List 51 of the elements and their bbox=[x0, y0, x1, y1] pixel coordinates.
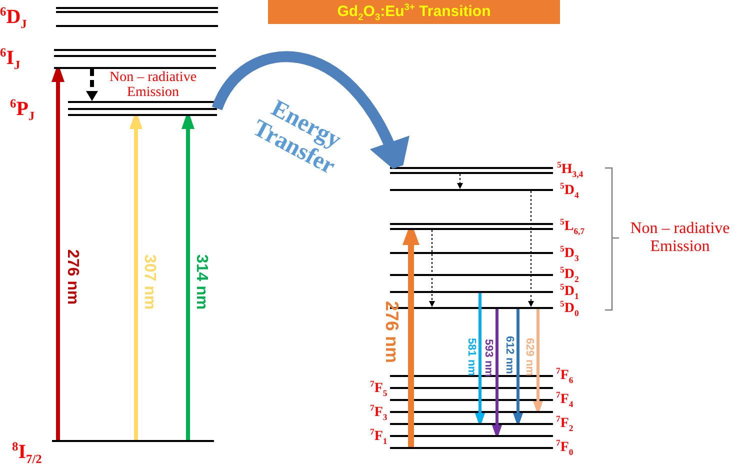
energy-level-line bbox=[390, 411, 553, 413]
dashed-arrow bbox=[86, 69, 98, 101]
edge-label: Non – radiative Emission bbox=[108, 70, 198, 100]
energy-level-line bbox=[390, 252, 553, 254]
term-symbol: $^{6}$P$_{J}$ bbox=[10, 99, 35, 119]
energy-level-line bbox=[390, 399, 553, 401]
term-symbol: $^{5}$D$_{4}$ bbox=[560, 184, 579, 198]
energy-level-lines bbox=[56, 7, 218, 27]
energy-level-line bbox=[390, 447, 553, 449]
wavelength-label: 276 nm bbox=[382, 300, 402, 364]
energy-level-line bbox=[52, 440, 214, 442]
wavelength-label: 593 nm bbox=[482, 339, 494, 377]
title-banner: Gd$_{2}$O$_{3}$:Eu$^{3+}$ Transition bbox=[268, 0, 560, 24]
term-symbol: $^{5}$L$_{6,7}$ bbox=[560, 220, 585, 234]
term-symbol: $^{5}$D$_{1}$ bbox=[560, 285, 579, 299]
energy-level-lines bbox=[54, 49, 216, 69]
term-symbol: $^{7}$F$_{4}$ bbox=[556, 393, 574, 407]
term-symbol: $^{7}$F$_{2}$ bbox=[556, 417, 574, 431]
dotted-arrow bbox=[457, 174, 463, 190]
energy-level-line bbox=[390, 291, 553, 293]
dotted-arrow bbox=[429, 230, 435, 308]
term-symbol: $^{7}$F$_{0}$ bbox=[556, 441, 574, 455]
energy-level-lines bbox=[68, 101, 217, 116]
energy-level-line bbox=[390, 274, 553, 276]
energy-level-line bbox=[390, 307, 553, 309]
bracket-note: Non – radiative Emission bbox=[629, 220, 731, 256]
wavelength-label: 314 nm bbox=[192, 254, 210, 310]
term-symbol: $^{7}$F$_{6}$ bbox=[556, 369, 574, 383]
wavelength-label: 581 nm bbox=[464, 338, 478, 376]
energy-level-line bbox=[390, 423, 553, 425]
energy-level-line bbox=[390, 387, 553, 389]
energy-level-line bbox=[390, 435, 553, 437]
term-symbol: $^{6}$I$_{J}$ bbox=[0, 48, 20, 68]
term-symbol: $^{7}$F$_{3}$ bbox=[370, 406, 388, 420]
energy-level-line bbox=[390, 189, 553, 191]
wavelength-label: 629 nm bbox=[522, 338, 536, 376]
wavelength-label: 276 nm bbox=[63, 249, 81, 305]
energy-level-line bbox=[390, 375, 553, 377]
energy-level-lines bbox=[390, 167, 553, 174]
term-symbol: $^{5}$D$_{0}$ bbox=[560, 302, 579, 316]
term-symbol: $^{8}$I$_{7/2}$ bbox=[12, 442, 42, 462]
term-symbol: $^{5}$D$_{2}$ bbox=[560, 268, 579, 282]
dotted-arrow bbox=[528, 190, 534, 308]
wavelength-label: 307 nm bbox=[140, 254, 158, 310]
term-symbol: $^{7}$F$_{1}$ bbox=[370, 430, 388, 444]
term-symbol: $^{5}$H$_{3,4}$ bbox=[557, 163, 584, 177]
energy-level-lines bbox=[390, 223, 553, 230]
term-symbol: $^{5}$D$_{3}$ bbox=[560, 247, 579, 261]
wavelength-label: 612 nm bbox=[502, 336, 516, 374]
term-symbol: $^{6}$D$_{J}$ bbox=[0, 7, 27, 27]
term-symbol: $^{7}$F$_{5}$ bbox=[370, 382, 388, 396]
